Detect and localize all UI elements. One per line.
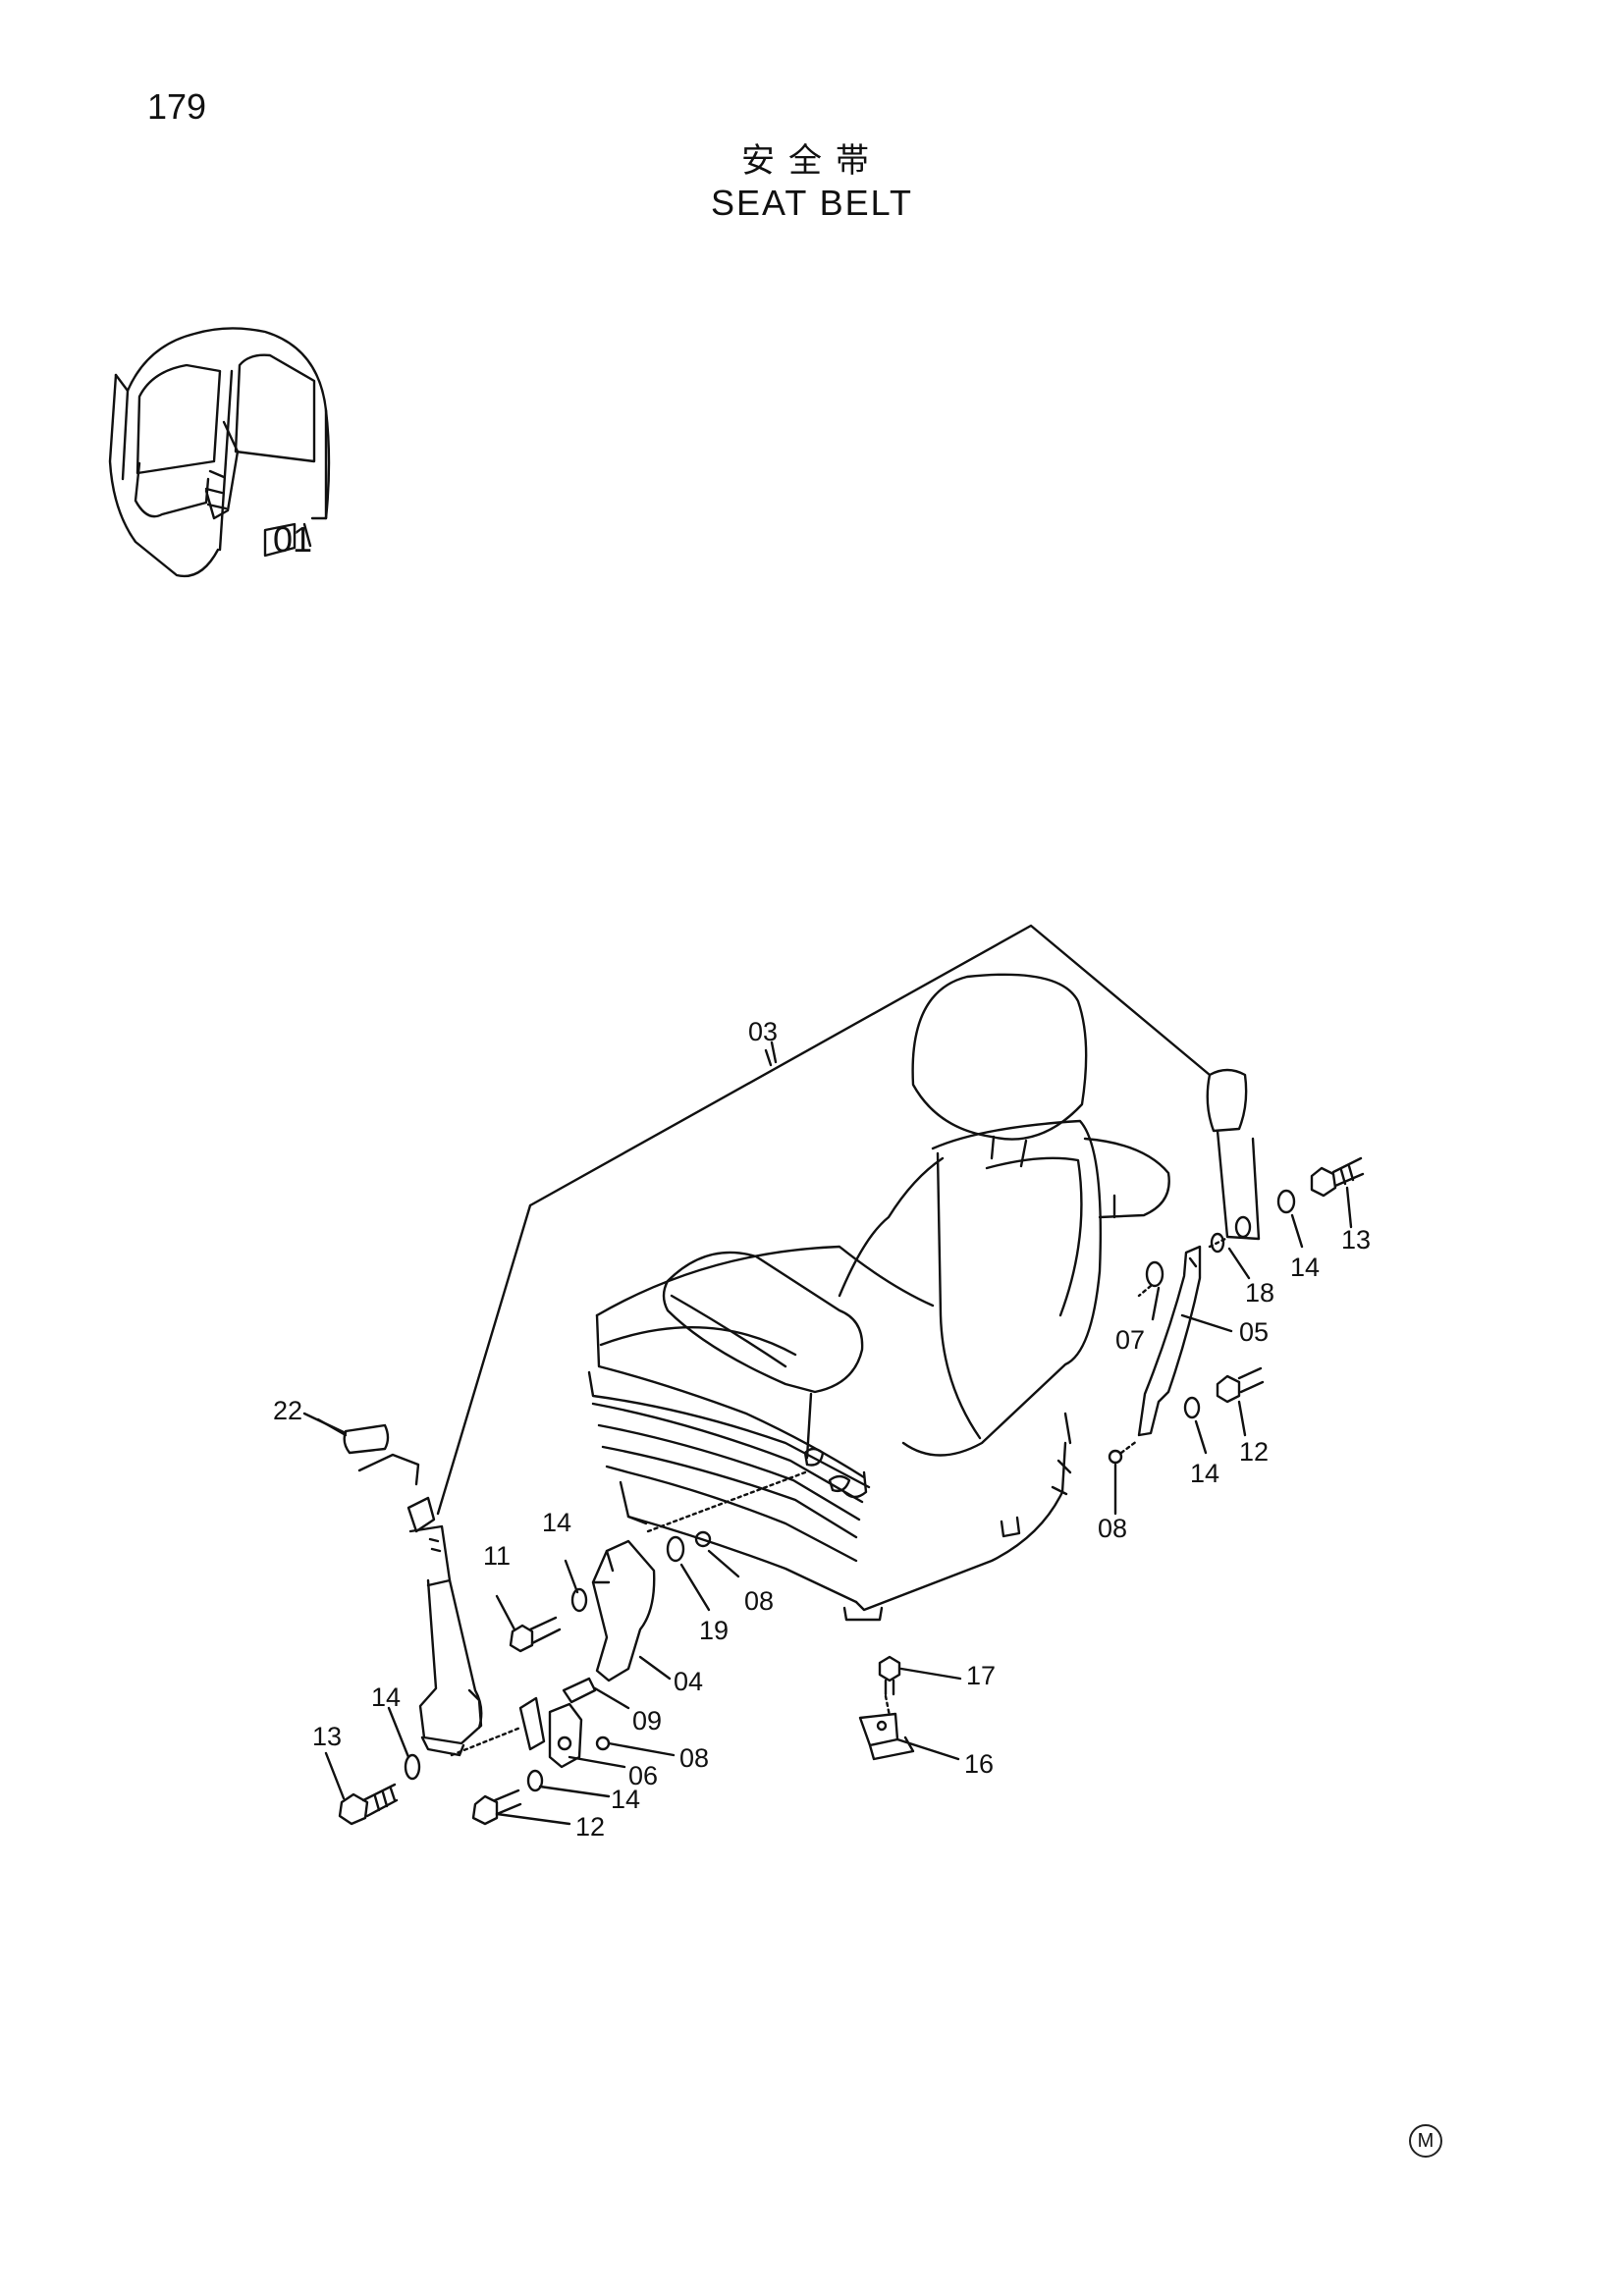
part-11-bolt — [509, 1624, 534, 1653]
part-14-washer-center — [570, 1587, 588, 1613]
part-08-nut-right — [1108, 1449, 1123, 1465]
part-14-washer-right-lower — [1183, 1396, 1201, 1419]
callout-16: 16 — [964, 1749, 994, 1779]
part-08-nut-center — [694, 1530, 712, 1548]
callout-22: 22 — [273, 1396, 302, 1425]
callout-14-right-lower: 14 — [1190, 1459, 1219, 1488]
part-12-bolt-lower — [471, 1794, 499, 1826]
page-number: 179 — [147, 86, 207, 127]
cab-label: 01 — [273, 519, 312, 560]
part-08-nut-lower — [595, 1735, 611, 1751]
callout-19: 19 — [699, 1616, 729, 1645]
callout-12-lower: 12 — [575, 1812, 605, 1842]
callout-09: 09 — [632, 1706, 662, 1735]
callout-11: 11 — [483, 1541, 511, 1571]
callout-03: 03 — [748, 1017, 778, 1046]
callout-08-lower: 08 — [679, 1743, 709, 1773]
part-03-shoulder-anchor — [1206, 1068, 1248, 1133]
callout-13-right: 13 — [1341, 1225, 1371, 1255]
part-16-bracket — [858, 1712, 915, 1761]
cab-location-thumbnail — [108, 327, 331, 578]
part-19-washer — [666, 1535, 685, 1563]
part-14-washer-left — [404, 1753, 421, 1781]
callout-14-center: 14 — [542, 1508, 571, 1537]
part-06-plate — [518, 1696, 583, 1769]
callout-08-right: 08 — [1098, 1514, 1127, 1543]
part-13-bolt-right — [1310, 1166, 1337, 1198]
callout-14-left: 14 — [371, 1682, 401, 1712]
callout-05: 05 — [1239, 1317, 1269, 1347]
part-14-washer-lower — [526, 1769, 544, 1792]
callout-04: 04 — [674, 1667, 703, 1696]
footer-mark: M — [1409, 2124, 1442, 2158]
part-07-bushing — [1145, 1260, 1164, 1288]
part-05-belt — [1137, 1245, 1202, 1437]
part-14-washer-right-top — [1276, 1189, 1296, 1214]
callout-07: 07 — [1115, 1325, 1145, 1355]
part-04-bracket — [591, 1539, 656, 1682]
callout-06: 06 — [628, 1761, 658, 1790]
operator-seat — [587, 973, 1170, 1622]
part-12-bolt-right — [1216, 1374, 1241, 1404]
part-03-leader — [436, 924, 1212, 1516]
callout-08-center: 08 — [744, 1586, 774, 1616]
callout-14-right-top: 14 — [1290, 1253, 1320, 1282]
part-13-bolt-left — [338, 1792, 369, 1826]
title-english: SEAT BELT — [710, 183, 914, 223]
callout-17: 17 — [966, 1661, 996, 1690]
part-17-screw — [878, 1655, 901, 1682]
part-09-pin — [562, 1677, 597, 1704]
callout-12-right: 12 — [1239, 1437, 1269, 1467]
part-18-spacer — [1210, 1232, 1225, 1254]
callout-13-left: 13 — [312, 1722, 342, 1751]
part-22-tag — [343, 1423, 390, 1455]
part-03-anchor — [406, 1496, 436, 1533]
callout-18: 18 — [1245, 1278, 1274, 1308]
title-chinese: 安全帯 — [741, 141, 883, 181]
callout-14-lower: 14 — [611, 1785, 640, 1814]
